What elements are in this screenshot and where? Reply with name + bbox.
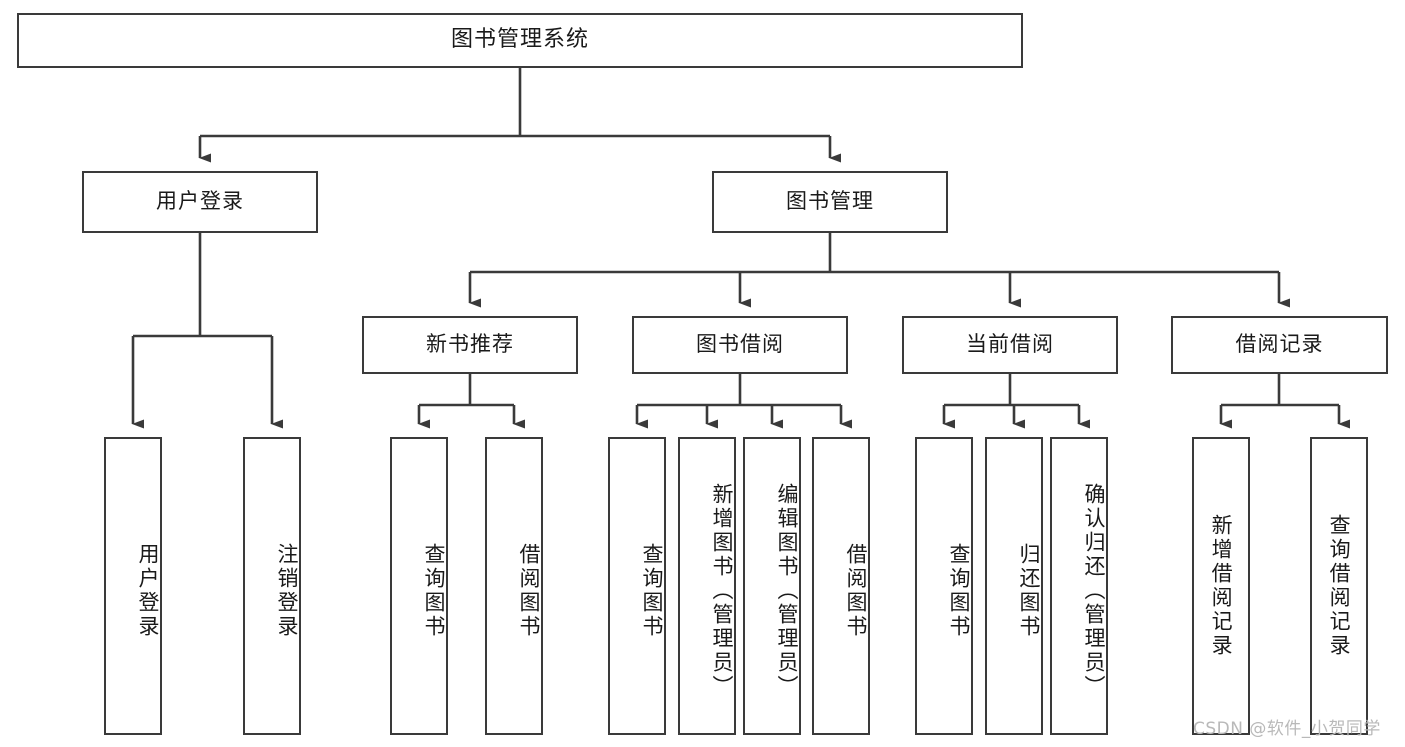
node-leaf-12-查询借阅记录[interactable]: 查询借阅记录	[1310, 437, 1368, 735]
node-leaf-3-借阅图书[interactable]: 借阅图书	[485, 437, 543, 735]
node-level3-3-借阅记录[interactable]: 借阅记录	[1171, 316, 1388, 374]
node-leaf-8-查询图书[interactable]: 查询图书	[915, 437, 973, 735]
node-level2-0-用户登录[interactable]: 用户登录	[82, 171, 318, 233]
node-leaf-6-编辑图书管理员[interactable]: 编辑图书（管理员）	[743, 437, 801, 735]
node-level3-0-新书推荐[interactable]: 新书推荐	[362, 316, 578, 374]
node-leaf-7-借阅图书[interactable]: 借阅图书	[812, 437, 870, 735]
node-leaf-4-查询图书[interactable]: 查询图书	[608, 437, 666, 735]
node-level3-2-当前借阅[interactable]: 当前借阅	[902, 316, 1118, 374]
node-root-system[interactable]: 图书管理系统	[17, 13, 1023, 68]
node-leaf-2-查询图书[interactable]: 查询图书	[390, 437, 448, 735]
node-leaf-5-新增图书管理员[interactable]: 新增图书（管理员）	[678, 437, 736, 735]
watermark-label: CSDN @软件_小贺同学	[1193, 719, 1381, 739]
node-level3-1-图书借阅[interactable]: 图书借阅	[632, 316, 848, 374]
node-leaf-0-用户登录[interactable]: 用户登录	[104, 437, 162, 735]
node-leaf-1-注销登录[interactable]: 注销登录	[243, 437, 301, 735]
node-leaf-11-新增借阅记录[interactable]: 新增借阅记录	[1192, 437, 1250, 735]
node-leaf-9-归还图书[interactable]: 归还图书	[985, 437, 1043, 735]
node-level2-1-图书管理[interactable]: 图书管理	[712, 171, 948, 233]
node-leaf-10-确认归还管理员[interactable]: 确认归还（管理员）	[1050, 437, 1108, 735]
